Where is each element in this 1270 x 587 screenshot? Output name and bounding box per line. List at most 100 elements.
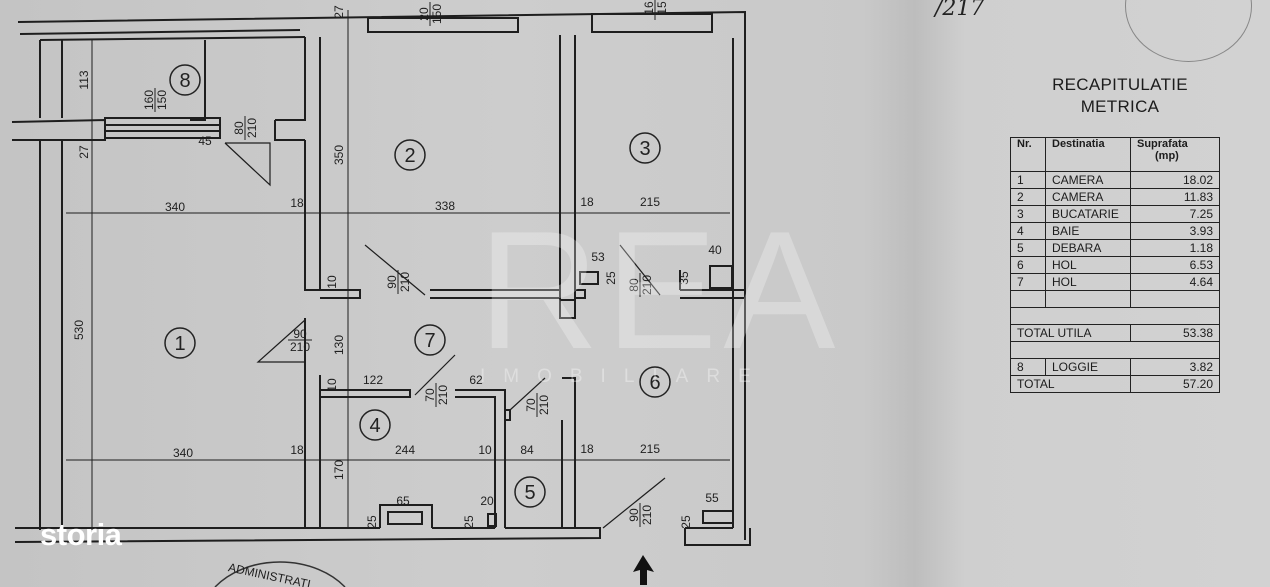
room-number-7: 7	[414, 324, 446, 356]
room-number-circle	[514, 476, 546, 508]
walls	[11, 10, 751, 546]
header-area-label: Suprafata	[1137, 138, 1188, 150]
stamp-arc	[214, 561, 346, 587]
header-area: Suprafata(mp)	[1130, 137, 1220, 172]
opening-height: 210	[245, 118, 259, 138]
dimension-label: 18	[580, 442, 594, 456]
room-number-5: 5	[514, 476, 546, 508]
room-number-text: 3	[639, 138, 650, 160]
recap-title: RECAPITULATIE METRICA	[1000, 74, 1240, 118]
cell-nr: 5	[1010, 239, 1046, 257]
dimension-label: 20	[480, 494, 494, 508]
opening-height: 210	[537, 395, 551, 415]
room-number-text: 2	[404, 145, 415, 167]
dimension-label: 10	[478, 443, 492, 457]
cell-nr: 1	[1010, 171, 1046, 189]
storia-logo: storia	[40, 517, 122, 552]
header-area-unit: (mp)	[1155, 150, 1179, 162]
total-usable-label: TOTAL UTILA	[1010, 324, 1131, 342]
cell-nr: 8	[1010, 358, 1046, 376]
empty-cell	[1010, 341, 1220, 359]
opening-width: 80	[232, 121, 246, 135]
header-nr: Nr.	[1010, 137, 1046, 172]
room-number-text: 5	[524, 482, 535, 504]
dimension-label: 340	[165, 200, 185, 214]
opening-height: 210	[290, 340, 310, 354]
dimension-label: 84	[520, 443, 534, 457]
table-row	[1010, 290, 1220, 308]
room-number-circle	[164, 327, 196, 359]
cell-area: 7.25	[1130, 205, 1220, 223]
dimension-label: 530	[72, 320, 86, 340]
cell-area: 18.02	[1130, 171, 1220, 189]
room-number-text: 8	[179, 70, 190, 92]
dimension-label: 122	[363, 373, 383, 387]
cell-area: 3.82	[1130, 358, 1220, 376]
dimension-label: 25	[365, 515, 379, 529]
total-value: 57.20	[1130, 375, 1220, 393]
cell-area: 1.18	[1130, 239, 1220, 257]
opening-height: 150	[155, 90, 169, 110]
dimension-label: 18	[290, 196, 304, 210]
room-number-4: 4	[359, 409, 391, 441]
room-number-1: 1	[164, 327, 196, 359]
cell-destination: CAMERA	[1045, 188, 1131, 206]
room-number-text: 6	[649, 372, 660, 394]
dimension-label: 10	[325, 275, 339, 289]
dimension-label: 215	[640, 442, 660, 456]
header-destination: Destinatia	[1045, 137, 1131, 172]
dimension-label: 27	[77, 145, 91, 159]
dimension-label: 113	[77, 70, 91, 89]
opening-width: 80	[627, 278, 641, 292]
table-row	[1010, 307, 1220, 325]
opening-height: 15	[655, 1, 669, 15]
room-number-circle	[629, 132, 661, 164]
room-number-text: 7	[424, 330, 435, 352]
dimension-label: 170	[332, 460, 346, 480]
handwritten-number: /217	[935, 0, 985, 21]
opening-width: 20	[417, 7, 431, 21]
recap-title-line2: METRICA	[1080, 97, 1160, 116]
cell-nr: 3	[1010, 205, 1046, 223]
room-number-circle	[639, 366, 671, 398]
dimension-label: 45	[198, 134, 212, 148]
opening-width: 70	[423, 388, 437, 402]
watermark-subtitle: IMOBILIARE	[480, 366, 769, 387]
room-number-circle	[394, 139, 426, 171]
dimension-label: 18	[290, 443, 304, 457]
cell-destination: HOL	[1045, 273, 1131, 291]
opening-height: 210	[436, 385, 450, 405]
dimension-label: 340	[173, 446, 193, 460]
table-header: Nr. Destinatia Suprafata(mp)	[1010, 137, 1220, 172]
total-usable-value: 53.38	[1130, 324, 1220, 342]
opening-height: 210	[398, 272, 412, 292]
total-label: TOTAL	[1010, 375, 1131, 393]
dimension-label: 55	[705, 491, 719, 505]
cell-area: 3.93	[1130, 222, 1220, 240]
dimension-label: 130	[332, 335, 346, 355]
room-number-circle	[359, 409, 391, 441]
cell-destination: DEBARA	[1045, 239, 1131, 257]
empty-cell	[1010, 290, 1046, 308]
cell-area: 4.64	[1130, 273, 1220, 291]
empty-cell	[1010, 307, 1220, 325]
room-number-8: 8	[169, 64, 201, 96]
dimension-label: 18	[580, 195, 594, 209]
dimension-label: 350	[332, 145, 346, 165]
